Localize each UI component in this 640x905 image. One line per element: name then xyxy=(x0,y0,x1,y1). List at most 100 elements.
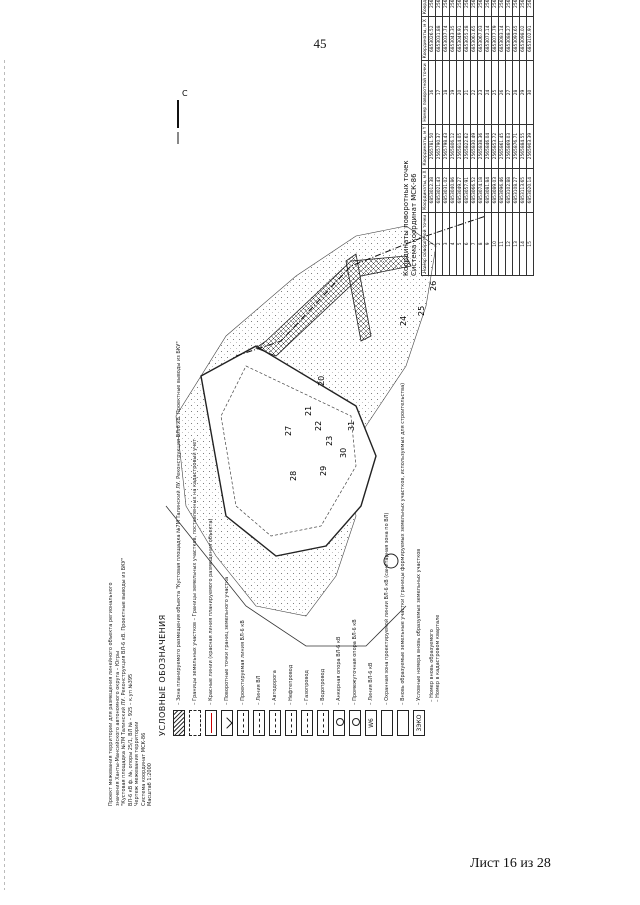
table-cell: 11 xyxy=(498,212,506,276)
table-cell: 6853081.84 xyxy=(484,168,492,213)
table-cell: 6853040.86 xyxy=(449,168,457,213)
table-cell: 6 xyxy=(463,212,471,276)
table-cell: 6853031.02 xyxy=(442,168,450,213)
coordinates-block: Координаты поворотных точек Система коор… xyxy=(402,0,534,276)
table-cell: 6853074.18 xyxy=(477,168,485,213)
table-row: 26853021.432565790.37176853031.882565916… xyxy=(435,0,443,276)
table-cell: 2565952.51 xyxy=(477,0,485,17)
table-cell: 26 xyxy=(498,60,506,125)
point-label: 30 xyxy=(339,448,348,458)
coordinates-header-cell: Номер поворотной точки xyxy=(421,212,429,276)
table-cell: 2565921.30 xyxy=(442,0,450,17)
table-cell: 6853021.43 xyxy=(435,168,443,213)
point-label: 31 xyxy=(347,421,356,431)
hatched-corridor xyxy=(255,255,412,357)
table-cell: 24 xyxy=(484,60,492,125)
table-cell: 8 xyxy=(477,212,485,276)
table-cell: 6853098.02 xyxy=(519,16,527,61)
table-row: 46853040.862565806.12196853043.352565927… xyxy=(449,0,457,276)
table-cell: 29 xyxy=(519,60,527,125)
table-cell: 2565946.74 xyxy=(470,0,478,17)
table-cell: 9 xyxy=(484,212,492,276)
hatched-corridor-2 xyxy=(345,253,372,342)
table-cell: 2565814.05 xyxy=(456,124,464,169)
table-cell: 12 xyxy=(505,212,513,276)
coordinates-header-cell: Координаты, м X xyxy=(421,16,429,61)
table-cell: 6853020.14 xyxy=(526,168,534,213)
table-cell: 4 xyxy=(449,212,457,276)
coordinates-subtitle: Система координат МСК-86 xyxy=(410,173,418,276)
point-label: 26 xyxy=(429,281,438,291)
table-cell: 6853049.27 xyxy=(456,168,464,213)
table-cell: 2565981.17 xyxy=(512,0,520,17)
table-cell: 2565798.43 xyxy=(442,124,450,169)
table-row: 86853074.182565838.36236853067.032565952… xyxy=(477,0,485,276)
table-cell: 6853061.65 xyxy=(470,16,478,61)
table-row: 116853096.462565861.45266853083.14256596… xyxy=(498,0,506,276)
north-arrow: С xyxy=(177,89,188,144)
table-cell: 2565853.72 xyxy=(491,124,499,169)
table-cell: 19 xyxy=(449,60,457,125)
table-cell: 2565838.36 xyxy=(477,124,485,169)
table-cell: 17 xyxy=(435,60,443,125)
table-cell: 2565963.65 xyxy=(491,0,499,17)
table-cell: 2565869.03 xyxy=(505,124,513,169)
table-cell: 2565940.08 xyxy=(463,0,471,17)
point-label: 28 xyxy=(289,471,298,481)
table-cell: 22 xyxy=(470,60,478,125)
table-cell: 6853049.91 xyxy=(456,16,464,61)
table-cell: 2565958.27 xyxy=(484,0,492,17)
table-cell: 6853037.74 xyxy=(442,16,450,61)
table-cell: 2565969.42 xyxy=(498,0,506,17)
table-cell: 2565909.85 xyxy=(428,0,436,17)
table-row: 106853089.032565853.72256853077.79256596… xyxy=(491,0,499,276)
table-cell: 6853113.65 xyxy=(519,168,527,213)
table-cell: 7 xyxy=(470,212,478,276)
sheet-label: Лист 16 из 28 xyxy=(470,856,551,871)
coordinates-header-cell: Координаты, м X xyxy=(421,168,429,213)
table-cell: 6853043.35 xyxy=(449,16,457,61)
table-cell: 16 xyxy=(428,60,436,125)
table-cell: 2565916.24 xyxy=(435,0,443,17)
table-cell: 5 xyxy=(456,212,464,276)
table-row: 76853066.522565830.49226853061.652565946… xyxy=(470,0,478,276)
table-cell: 2 xyxy=(435,212,443,276)
table-cell: 2565927.16 xyxy=(449,0,457,17)
table-cell: 1 xyxy=(428,212,436,276)
table-cell: 6853031.88 xyxy=(435,16,443,61)
coordinates-header-cell: Координаты, м Y xyxy=(421,124,429,169)
table-cell: 2565876.71 xyxy=(512,124,520,169)
table-cell: 13 xyxy=(512,212,520,276)
table-cell: 6853088.27 xyxy=(505,16,513,61)
point-label: 22 xyxy=(314,421,323,431)
table-cell: 2565830.49 xyxy=(470,124,478,169)
coordinates-header-cell: Номер поворотной точки xyxy=(421,60,429,125)
table-row: 66853057.912565822.62216853055.282565940… xyxy=(463,0,471,276)
table-cell: 25 xyxy=(491,60,499,125)
left-margin-dotted-line xyxy=(4,60,5,890)
table-cell: 2565933.63 xyxy=(456,0,464,17)
coordinates-header-cell: Координаты, м Y xyxy=(421,0,429,17)
road xyxy=(165,505,407,647)
table-cell: 6853066.52 xyxy=(470,168,478,213)
table-cell: 10 xyxy=(491,212,499,276)
point-label: 29 xyxy=(319,466,328,476)
table-cell: 6853102.88 xyxy=(505,168,513,213)
table-cell: 2565861.45 xyxy=(498,124,506,169)
point-label: 24 xyxy=(399,316,408,326)
table-cell: 18 xyxy=(442,60,450,125)
table-cell: 6853102.91 xyxy=(526,16,534,61)
table-cell: 6853083.14 xyxy=(498,16,506,61)
table-cell: 6853089.03 xyxy=(491,168,499,213)
table-cell: 3 xyxy=(442,212,450,276)
table-cell: 28 xyxy=(512,60,520,125)
table-cell: 2565781.50 xyxy=(428,124,436,169)
anchor-support xyxy=(383,553,399,569)
table-cell: 2565884.55 xyxy=(519,124,527,169)
table-cell: 2565903.39 xyxy=(526,124,534,169)
table-cell: 2565987.68 xyxy=(519,0,527,17)
table-cell: 2565806.12 xyxy=(449,124,457,169)
point-label: 23 xyxy=(325,436,334,446)
